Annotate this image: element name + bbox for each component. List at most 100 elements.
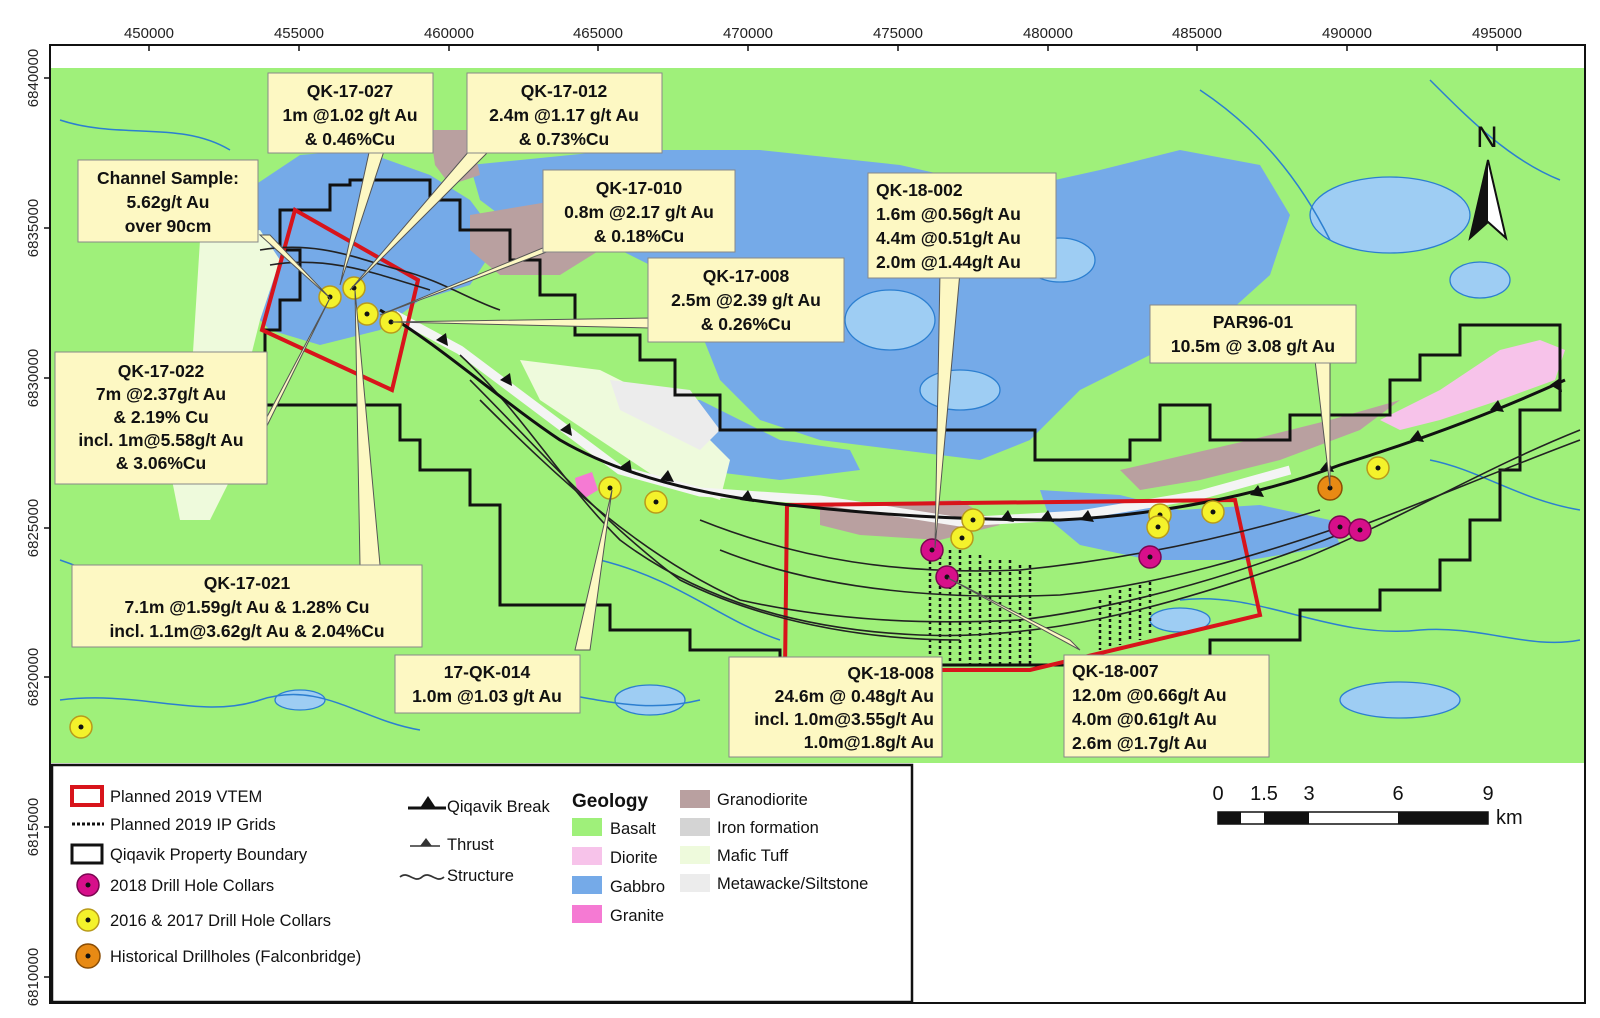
y-tick-label: 6840000	[25, 49, 42, 107]
legend: Planned 2019 VTEM Planned 2019 IP Grids …	[50, 763, 914, 1004]
callout-qk-18-007: QK-18-007 12.0m @0.66g/t Au 4.0m @0.61g/…	[1063, 654, 1270, 758]
mafic-tuff-central	[520, 360, 730, 500]
drill-collar-2017	[1201, 500, 1225, 524]
x-tick-label: 460000	[424, 25, 474, 42]
callout-qk-17-027: QK-17-027 1m @1.02 g/t Au & 0.46%Cu	[267, 72, 434, 154]
legend-iron-formation-label: Iron formation	[717, 819, 819, 837]
legend-structure-label: Structure	[447, 867, 514, 885]
scale-label: 9	[1482, 783, 1493, 805]
y-tick-label: 6825000	[25, 499, 42, 557]
legend-2018-label: 2018 Drill Hole Collars	[110, 877, 274, 895]
callout-line: 4.0m @0.61g/t Au	[1072, 709, 1217, 729]
drill-collar-2017	[1366, 456, 1390, 480]
callout-line: 0.8m @2.17 g/t Au	[564, 202, 714, 222]
x-tick-label: 450000	[124, 25, 174, 42]
north-arrow: N	[1468, 121, 1508, 241]
legend-geology-title: Geology	[572, 791, 648, 812]
callout-line: & 0.18%Cu	[594, 226, 684, 246]
scale-label: 6	[1392, 783, 1403, 805]
y-tick-label: 6830000	[25, 349, 42, 407]
legend-diorite-label: Diorite	[610, 849, 658, 867]
drill-collar-2018	[1348, 518, 1372, 542]
drill-collar-2017	[1146, 515, 1170, 539]
callout-17-qk-014: 17-QK-014 1.0m @1.03 g/t Au	[394, 654, 581, 714]
callout-line: 5.62g/t Au	[127, 192, 210, 212]
scale-unit: km	[1496, 807, 1523, 829]
callout-line: 10.5m @ 3.08 g/t Au	[1171, 336, 1335, 356]
callout-line: 1.0m@1.8g/t Au	[804, 732, 934, 752]
callout-line: incl. 1m@5.58g/t Au	[78, 430, 243, 450]
callout-leaders	[258, 147, 1331, 651]
granite-small	[575, 472, 598, 498]
drill-collar-2017	[598, 476, 622, 500]
drill-collar-2017	[318, 285, 342, 309]
callout-line: QK-18-007	[1072, 661, 1159, 681]
callout-line: & 2.19% Cu	[113, 407, 208, 427]
y-axis: 6840000 6835000 6830000 6825000 6820000 …	[25, 49, 50, 1006]
x-tick-label: 465000	[573, 25, 623, 42]
callout-line: incl. 1.0m@3.55g/t Au	[754, 709, 934, 729]
drill-collar-2018	[1328, 515, 1352, 539]
callout-line: QK-17-022	[118, 361, 205, 381]
legend-gabbro-label: Gabbro	[610, 878, 665, 896]
legend-ip-label: Planned 2019 IP Grids	[110, 816, 276, 834]
x-tick-label: 490000	[1322, 25, 1372, 42]
legend-vtem-swatch	[70, 785, 104, 807]
callout-line: 2.4m @1.17 g/t Au	[489, 105, 639, 125]
legend-thrust-label: Thrust	[447, 836, 494, 854]
callout-line: QK-18-008	[847, 663, 934, 683]
legend-vtem-label: Planned 2019 VTEM	[110, 788, 262, 806]
callout-line: QK-17-012	[521, 81, 608, 101]
callout-channel-sample: Channel Sample: 5.62g/t Au over 90cm	[77, 159, 259, 243]
legend-structure-icon	[399, 874, 445, 880]
x-tick-label: 470000	[723, 25, 773, 42]
drill-collar-2018	[935, 565, 959, 589]
scale-label: 1.5	[1250, 783, 1278, 805]
y-tick-label: 6820000	[25, 648, 42, 706]
callout-line: & 0.26%Cu	[701, 314, 791, 334]
callout-line: 7.1m @1.59g/t Au & 1.28% Cu	[125, 597, 370, 617]
callout-qk-18-008: QK-18-008 24.6m @ 0.48g/t Au incl. 1.0m@…	[728, 656, 943, 758]
callout-line: & 3.06%Cu	[116, 453, 206, 473]
callout-line: 24.6m @ 0.48g/t Au	[775, 686, 934, 706]
legend-basalt-swatch	[572, 818, 602, 836]
historical-drillhole	[1317, 475, 1343, 501]
legend-mafic-tuff-label: Mafic Tuff	[717, 847, 789, 865]
diorite-east	[1380, 340, 1565, 430]
legend-2016-2017-label: 2016 & 2017 Drill Hole Collars	[110, 912, 331, 930]
drill-collar-2017	[950, 526, 974, 550]
drill-collar-2017	[644, 490, 668, 514]
callout-qk-17-021: QK-17-021 7.1m @1.59g/t Au & 1.28% Cu in…	[71, 564, 423, 648]
callout-line: QK-17-021	[204, 573, 291, 593]
x-tick-label: 485000	[1172, 25, 1222, 42]
scale-label: 0	[1212, 783, 1223, 805]
x-axis: 450000 455000 460000 465000 470000 47500…	[124, 25, 1522, 51]
legend-boundary-label: Qiqavik Property Boundary	[110, 846, 308, 864]
legend-diorite-swatch	[572, 847, 602, 865]
callout-line: 17-QK-014	[444, 662, 531, 682]
y-tick-label: 6810000	[25, 948, 42, 1006]
property-boundary	[263, 178, 1562, 667]
legend-basalt-label: Basalt	[610, 820, 656, 838]
legend-qiqavik-break-label: Qiqavik Break	[447, 798, 550, 816]
callout-line: 1.0m @1.03 g/t Au	[412, 686, 562, 706]
callout-line: & 0.73%Cu	[519, 129, 609, 149]
legend-boundary-swatch	[70, 843, 104, 865]
callout-line: QK-18-002	[876, 180, 963, 200]
callout-line: PAR96-01	[1213, 312, 1294, 332]
legend-thrust-icon	[410, 838, 440, 847]
legend-qiqavik-break-icon	[408, 796, 446, 810]
drill-collar-2017	[355, 302, 379, 326]
stream-lines	[59, 79, 1581, 731]
vtem-area-east	[782, 497, 1263, 672]
callout-qk-17-022: QK-17-022 7m @2.37g/t Au & 2.19% Cu incl…	[54, 351, 268, 485]
legend-gabbro-swatch	[572, 876, 602, 894]
callout-qk-17-008: QK-17-008 2.5m @2.39 g/t Au & 0.26%Cu	[647, 257, 845, 343]
callout-line: & 0.46%Cu	[305, 129, 395, 149]
x-tick-label: 455000	[274, 25, 324, 42]
y-tick-label: 6815000	[25, 798, 42, 856]
vtem-area-west	[259, 206, 421, 393]
legend-metawacke-swatch	[680, 874, 710, 892]
drill-collar-2017	[342, 276, 366, 300]
